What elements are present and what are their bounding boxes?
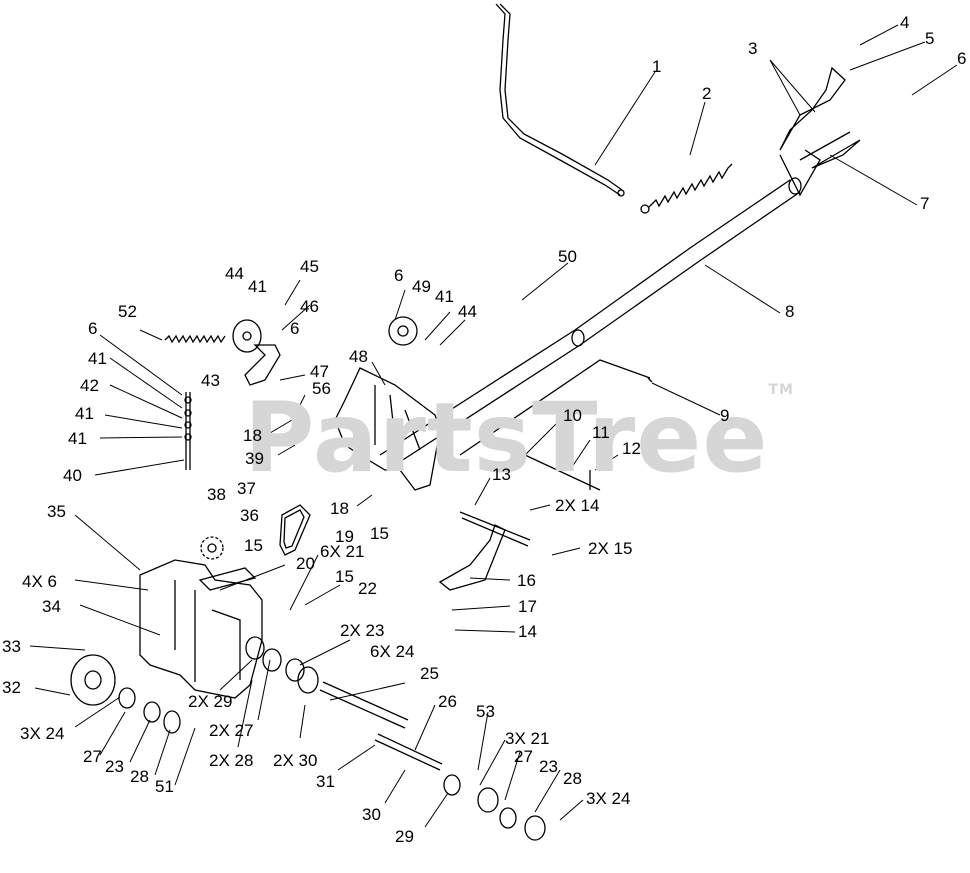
callout-label: 35 <box>47 502 66 521</box>
callout-label: 30 <box>362 805 381 824</box>
callout-label: 3X 24 <box>586 789 631 808</box>
part-tension-spring <box>164 334 226 344</box>
callout-label: 8 <box>785 302 795 321</box>
part-tube <box>379 179 801 466</box>
callout-label: 23 <box>539 757 558 776</box>
part-shaft <box>459 511 531 547</box>
callout-label: 23 <box>105 757 124 776</box>
callout-label: 9 <box>720 406 730 425</box>
callout-label: 22 <box>358 579 377 598</box>
part-gearbox <box>139 559 263 699</box>
part-clamp <box>779 66 846 151</box>
callout-label: 41 <box>248 277 267 296</box>
callout-label: 25 <box>420 664 439 683</box>
callout-label: 3X 24 <box>20 724 65 743</box>
part-frame <box>334 367 441 491</box>
callout-label: 6 <box>88 319 98 338</box>
part-belt <box>279 504 311 556</box>
callout-label: 33 <box>2 637 21 656</box>
callout-label: 27 <box>83 747 102 766</box>
callout-label: 3 <box>748 39 758 58</box>
callout-label: 15 <box>244 536 263 555</box>
callout-label: 10 <box>563 406 582 425</box>
callout-label: 29 <box>395 827 414 846</box>
callout-label: 6X 21 <box>320 542 365 561</box>
callout-label: 49 <box>412 277 431 296</box>
callout-label: 6 <box>394 266 404 285</box>
callout-label: 26 <box>438 692 457 711</box>
callout-label: 52 <box>118 302 137 321</box>
part-axle <box>319 681 409 729</box>
callout-label: 2 <box>702 84 712 103</box>
callout-label: 15 <box>370 524 389 543</box>
callout-label: 34 <box>42 597 61 616</box>
callout-label: 41 <box>68 429 87 448</box>
callout-label: 2X 15 <box>588 539 633 558</box>
callout-label: 7 <box>920 194 930 213</box>
callout-label: 15 <box>335 567 354 586</box>
callout-label: 44 <box>225 264 244 283</box>
callout-label: 1 <box>652 57 662 76</box>
callout-label: 14 <box>518 622 537 641</box>
callout-label: 41 <box>435 287 454 306</box>
callout-label: 56 <box>312 379 331 398</box>
callout-label: 43 <box>201 371 220 390</box>
callout-label: 53 <box>476 702 495 721</box>
callout-label: 46 <box>300 297 319 316</box>
callout-label: 6 <box>957 49 967 68</box>
callout-label: 2X 29 <box>188 692 233 711</box>
callout-label: 18 <box>243 426 262 445</box>
callout-label: 40 <box>63 466 82 485</box>
callout-label: 44 <box>458 302 477 321</box>
part-drive-pulley <box>70 654 116 706</box>
callout-label: 12 <box>622 439 641 458</box>
callout-label: 45 <box>300 257 319 276</box>
callout-label: 36 <box>240 506 259 525</box>
callout-label: 41 <box>88 349 107 368</box>
callout-label: 42 <box>80 376 99 395</box>
callout-label: 13 <box>492 465 511 484</box>
callout-label: 32 <box>2 678 21 697</box>
callout-label: 6 <box>290 319 300 338</box>
callout-label: 2X 23 <box>340 621 385 640</box>
callout-label: 39 <box>245 449 264 468</box>
callout-label: 20 <box>296 554 315 573</box>
callout-label: 47 <box>310 362 329 381</box>
callout-label: 4X 6 <box>22 572 57 591</box>
callout-label: 50 <box>558 247 577 266</box>
callout-label: 19 <box>335 527 354 546</box>
callout-label: 2X 27 <box>209 721 254 740</box>
callout-label: 41 <box>75 404 94 423</box>
callout-label: 3X 21 <box>505 729 550 748</box>
callout-label: 51 <box>155 777 174 796</box>
part-bracket <box>438 524 506 591</box>
callout-label: 38 <box>207 485 226 504</box>
callout-label: 17 <box>518 597 537 616</box>
callout-label: 18 <box>330 499 349 518</box>
part-idler-pulley <box>388 316 418 346</box>
part-spring <box>647 163 733 209</box>
callout-label: 4 <box>900 13 910 32</box>
part-gear <box>200 536 224 560</box>
callout-label: 2X 28 <box>209 751 254 770</box>
callout-label: 27 <box>514 747 533 766</box>
part-pulley <box>232 319 262 353</box>
callout-label: 16 <box>517 571 536 590</box>
callout-label: 37 <box>237 479 256 498</box>
part-shift-rod <box>495 3 621 196</box>
callout-label: 11 <box>592 423 610 442</box>
callout-label: 2X 30 <box>273 751 318 770</box>
callout-label: 28 <box>130 767 149 786</box>
callout-label: 31 <box>316 772 335 791</box>
callout-label: 28 <box>563 769 582 788</box>
callout-label: 48 <box>349 347 368 366</box>
callout-label: 2X 14 <box>555 496 600 515</box>
callout-label: 5 <box>925 29 935 48</box>
callout-label: 6X 24 <box>370 642 415 661</box>
